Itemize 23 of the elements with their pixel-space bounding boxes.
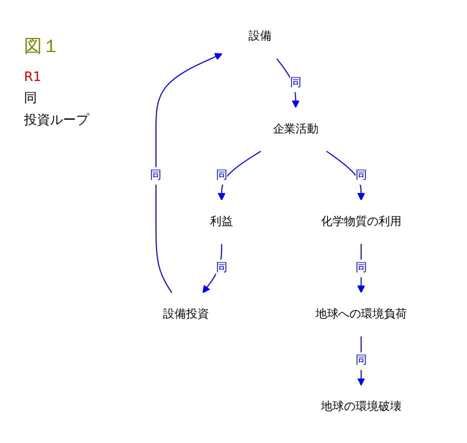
polarity-label: 同 [24,90,38,107]
arrow [357,244,366,294]
node-text: 企業活動 [272,122,319,136]
figure-title: 図１ [24,35,60,58]
loop-label: R1 [24,70,42,85]
arrow [218,150,262,201]
arrow [357,336,366,386]
node-text: 地球の環境破壊 [321,400,402,414]
node-text: 設備 [248,30,272,44]
edge-label: 同 [290,76,302,90]
node-text: 設備投資 [163,308,209,321]
loop-name: 投資ループ [24,112,89,129]
node-text: 利益 [210,215,234,228]
node-text: 地球への環境負荷 [315,308,407,321]
node-text: 化学物質の利用 [321,215,402,228]
edge-label: 同 [150,168,162,182]
arrow [326,150,366,201]
edge-label: 同 [355,261,367,275]
edge-label: 同 [216,261,228,275]
arrow [276,58,300,108]
edge-label: 同 [355,354,367,368]
edge-label: 同 [355,168,367,182]
edge-label: 同 [216,168,228,182]
